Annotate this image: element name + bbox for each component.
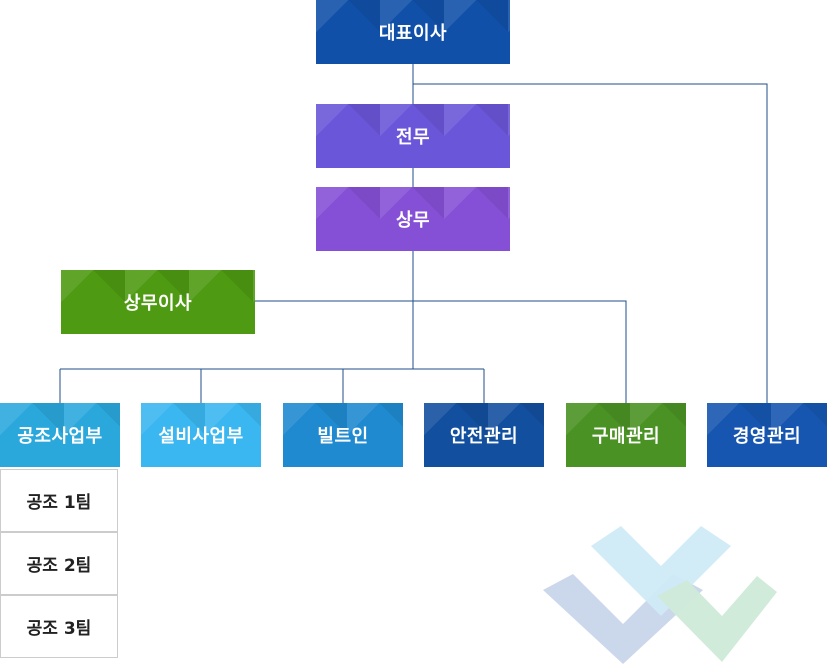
dept-management[interactable]: 경영관리 — [707, 403, 827, 467]
team-hvac-2[interactable]: 공조 2팀 — [0, 532, 118, 595]
vp-label: 전무 — [395, 127, 431, 148]
dept-safety-label: 안전관리 — [449, 426, 519, 447]
ceo-box[interactable]: 대표이사 — [316, 0, 510, 64]
dept-facility[interactable]: 설비사업부 — [141, 403, 261, 467]
dept-builtin-label: 빌트인 — [317, 426, 369, 447]
team-hvac-1-label: 공조 1팀 — [26, 493, 92, 513]
director-box[interactable]: 상무이사 — [61, 270, 255, 334]
md-box[interactable]: 상무 — [316, 187, 510, 251]
dept-safety[interactable]: 안전관리 — [424, 403, 544, 467]
md-label: 상무 — [395, 210, 431, 231]
dept-hvac-label: 공조사업부 — [17, 426, 103, 447]
team-hvac-2-label: 공조 2팀 — [26, 556, 92, 576]
ceo-label: 대표이사 — [378, 23, 448, 44]
decorative-chevron-logo — [543, 526, 777, 664]
team-hvac-1[interactable]: 공조 1팀 — [0, 469, 118, 532]
dept-purchasing-label: 구매관리 — [591, 426, 661, 447]
chevron-green-shape — [657, 576, 777, 662]
dept-facility-label: 설비사업부 — [158, 426, 244, 447]
dept-management-label: 경영관리 — [732, 426, 802, 447]
chevron-cyan-shape — [591, 526, 731, 616]
dept-builtin[interactable]: 빌트인 — [283, 403, 403, 467]
vp-box[interactable]: 전무 — [316, 104, 510, 168]
director-label: 상무이사 — [123, 293, 193, 314]
dept-purchasing[interactable]: 구매관리 — [566, 403, 686, 467]
team-hvac-3[interactable]: 공조 3팀 — [0, 595, 118, 658]
dept-hvac[interactable]: 공조사업부 — [0, 403, 120, 467]
team-hvac-3-label: 공조 3팀 — [26, 619, 92, 639]
